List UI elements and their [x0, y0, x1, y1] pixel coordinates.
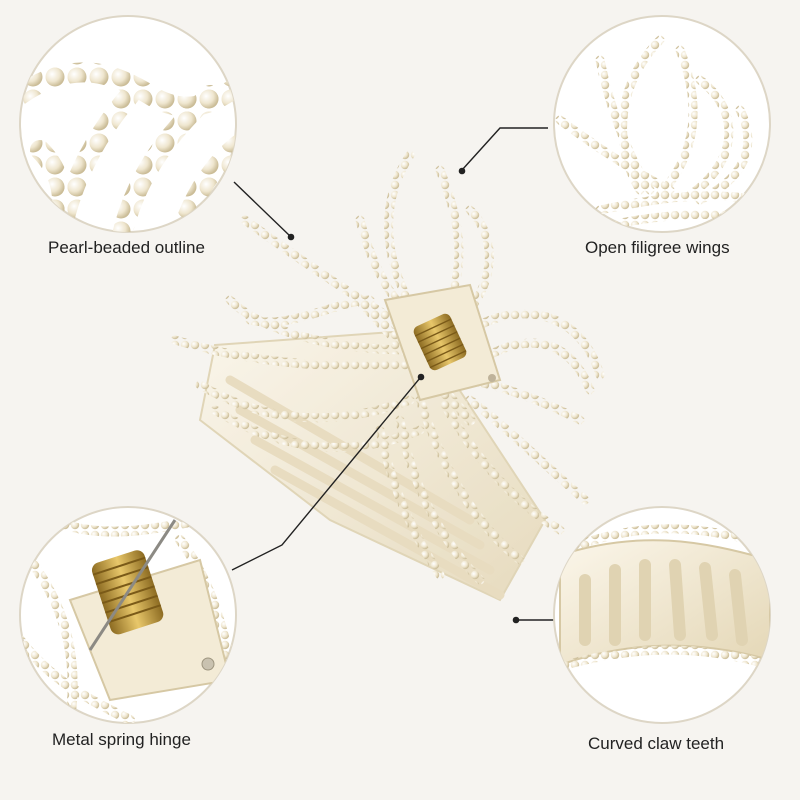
detail-circle-pearl-outline: [19, 15, 237, 233]
leader-lines: [231, 127, 556, 621]
detail-circle-filigree-wings: [553, 15, 771, 233]
detail-circle-claw-teeth: [553, 506, 771, 724]
detail-circle-spring-hinge: [19, 506, 237, 724]
callout-metal-spring-hinge: Metal spring hinge: [52, 730, 191, 749]
butterfly-claw-clip: [170, 150, 605, 602]
callout-open-filigree-wings: Open filigree wings: [585, 238, 730, 257]
callout-pearl-beaded-outline: Pearl-beaded outline: [48, 238, 205, 257]
callout-curved-claw-teeth: Curved claw teeth: [588, 734, 725, 753]
